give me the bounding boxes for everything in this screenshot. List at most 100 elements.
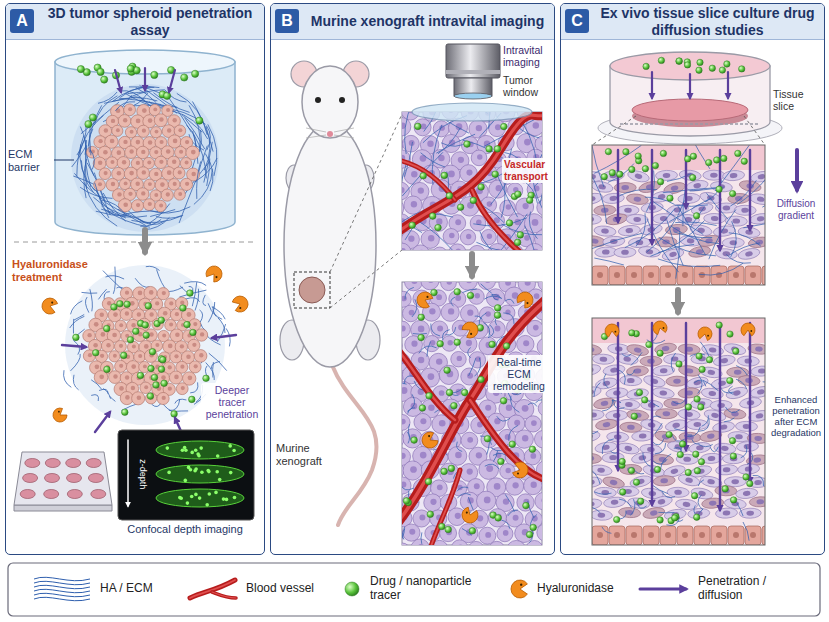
tracer-dot [629,330,635,336]
cell [451,351,466,366]
tracer-dot [638,498,644,504]
cell [723,454,745,464]
tracer-dot [631,413,637,419]
cell-nucleus [180,301,184,305]
tracer-dot [104,366,111,373]
ecm-fiber [703,380,718,390]
cell [728,526,744,545]
cell-nucleus [192,343,196,347]
tracer-dot [457,204,464,211]
cell-nucleus [625,228,633,234]
cell-nucleus [117,171,122,176]
cell-nucleus [486,465,493,472]
ecm-fiber [729,233,761,246]
cell [690,398,713,409]
cell-nucleus [648,272,654,278]
cell [722,238,744,248]
arrow [727,72,729,98]
cell-nucleus [141,150,145,154]
ecm-fiber [146,266,160,270]
arrow [640,588,686,591]
hyaluronidase-icon [426,296,428,298]
cell-nucleus [745,251,753,257]
ecm-fiber [497,416,510,421]
cell [749,192,765,206]
tracer-dot [467,292,474,299]
tracer-dot [122,409,129,416]
ecm-fiber [671,226,720,244]
tracer-dot [478,376,485,383]
ecm-fiber [211,361,219,369]
cell [497,526,513,542]
cell-nucleus [144,344,149,349]
confocal-signal [222,497,226,501]
tracer-dot [441,468,448,475]
ecm-fiber [73,375,78,390]
cell [749,496,765,507]
blood-vessel [212,592,236,598]
cell-nucleus [104,128,108,132]
ecm-fiber [169,399,180,410]
tracer-dot [435,224,442,231]
ecm-fiber [619,499,631,508]
ecm-fiber [592,167,607,224]
cell-nucleus [148,182,152,186]
ecm-fiber [402,484,413,490]
cell [664,398,686,409]
cell [189,361,201,373]
cell [609,266,625,285]
cell-nucleus [723,205,731,210]
ecm-fiber [675,222,716,225]
cell-nucleus [599,357,607,362]
cell-nucleus [505,282,511,286]
tracer-dot [484,435,491,442]
cell [631,451,655,465]
annotation-label: Tumor window [503,74,553,98]
ecm-fiber [530,515,536,534]
tracer-dot [429,213,436,220]
cell [653,213,675,223]
cell [689,223,712,237]
hyaluronidase-icon [520,584,522,586]
cell [715,464,738,476]
cell-nucleus [600,400,608,406]
arrow [469,254,475,276]
cell-nucleus [602,249,610,254]
cell-nucleus [166,149,171,154]
cell-nucleus [634,368,642,374]
tracer-dot [492,171,499,178]
tracer-dot [633,479,639,485]
cell-nucleus [88,353,92,357]
cell-nucleus [439,390,445,396]
cell-nucleus [185,161,189,165]
tracer-dot [658,57,664,63]
ecm-fiber [421,153,446,167]
arrow [115,70,121,92]
legend-ecm-icon [34,585,90,588]
ecm-fiber [675,205,708,206]
tracer-dot [706,357,712,363]
cell [168,179,180,191]
cell-nucleus [687,238,695,244]
cell-nucleus [530,453,536,459]
cell-nucleus [447,282,453,285]
ecm-fiber [743,220,765,228]
tracer-dot [103,325,110,332]
cell-nucleus [757,196,765,202]
ecm-fiber [634,470,644,474]
ecm-fiber [71,354,81,371]
tracer-dot [418,334,425,341]
cell-nucleus [144,385,148,389]
hyaluronidase-icon [653,321,667,335]
cell [737,463,760,475]
cell-nucleus [167,170,172,175]
cell [118,199,131,212]
legend-ecm-icon [34,593,90,596]
tracer-dot [494,305,501,312]
cell-nucleus [132,344,136,348]
hyaluronidase-icon [462,507,478,523]
confocal-signal [194,449,198,453]
cell [724,408,747,420]
cell-nucleus [670,468,679,475]
cell-nucleus [159,204,163,208]
